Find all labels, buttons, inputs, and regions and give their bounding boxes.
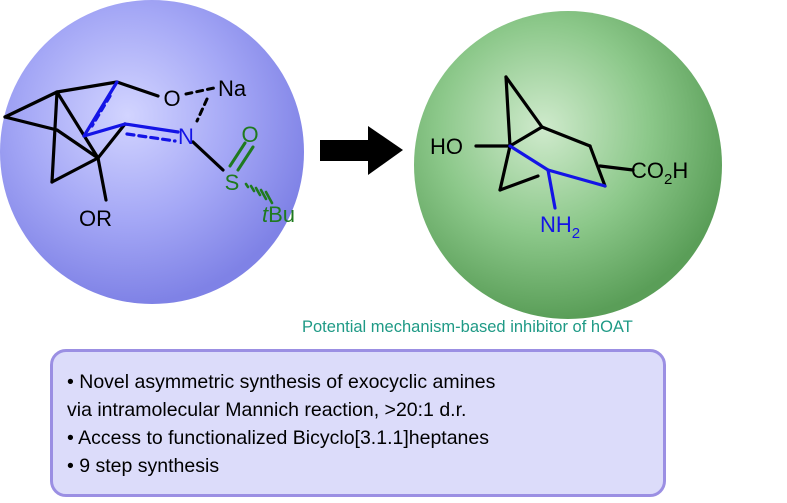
summary-line: • Novel asymmetric synthesis of exocycli… bbox=[67, 371, 496, 393]
atom-oxygen-label: O bbox=[163, 86, 180, 111]
atom-sodium-label: Na bbox=[218, 76, 247, 101]
amine-nh: NH bbox=[540, 212, 572, 237]
tert-butyl-italic-t: t bbox=[262, 202, 269, 227]
carboxylic-acid-label: CO2H bbox=[631, 158, 688, 188]
hydroxyl-label: HO bbox=[430, 134, 463, 159]
summary-line: • 9 step synthesis bbox=[67, 455, 220, 477]
right-sphere bbox=[414, 11, 722, 319]
carboxylic-acid-h: H bbox=[672, 158, 688, 183]
atom-nitrogen-label: N bbox=[178, 124, 194, 149]
sulfinyl-oxygen-label: O bbox=[241, 122, 258, 147]
carboxylic-acid-co: CO bbox=[631, 158, 664, 183]
carboxylic-acid-subscript: 2 bbox=[664, 171, 672, 188]
summary-box: • Novel asymmetric synthesis of exocycli… bbox=[50, 349, 666, 497]
amine-label: NH2 bbox=[540, 212, 580, 242]
right-molecule: HO CO2H NH2 bbox=[414, 11, 722, 319]
right-arrow-icon bbox=[320, 126, 403, 175]
summary-line: via intramolecular Mannich reaction, >20… bbox=[67, 399, 467, 421]
left-sphere bbox=[0, 0, 304, 304]
left-molecule: O Na N S O tBu OR bbox=[0, 0, 304, 304]
amine-subscript: 2 bbox=[572, 225, 580, 242]
summary-line: • Access to functionalized Bicyclo[3.1.1… bbox=[67, 427, 489, 449]
tert-butyl-bu: Bu bbox=[268, 202, 295, 227]
inhibitor-caption: Potential mechanism-based inhibitor of h… bbox=[302, 318, 633, 336]
tert-butyl-label: tBu bbox=[262, 202, 295, 227]
alkoxy-label: OR bbox=[79, 206, 112, 231]
atom-sulfur-label: S bbox=[225, 170, 240, 195]
